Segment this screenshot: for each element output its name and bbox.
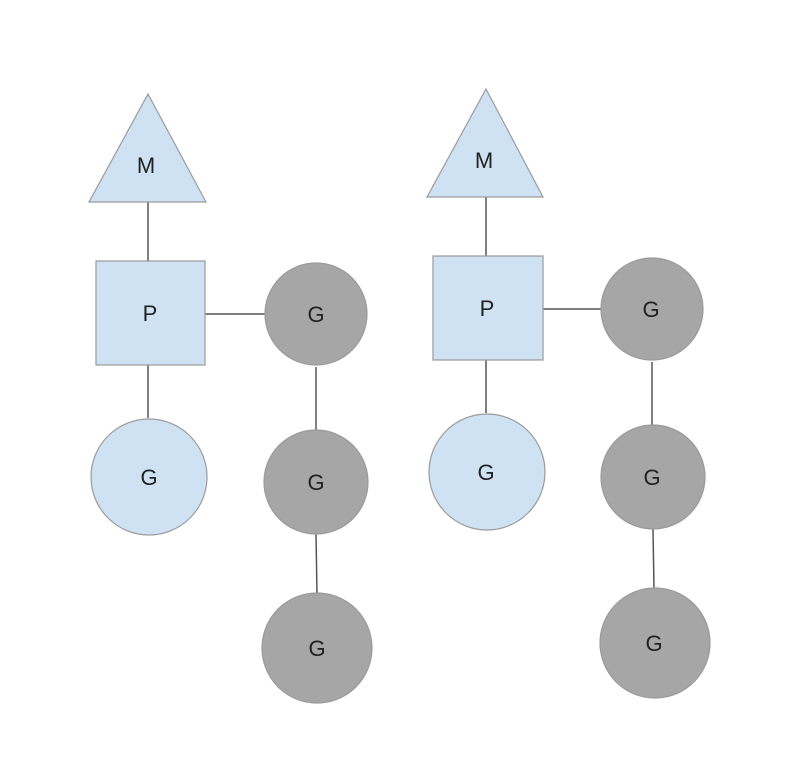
processor-label: P <box>143 301 158 326</box>
queued-goroutine-node-1-2: G <box>263 429 369 535</box>
running-goroutine-node-1: G <box>90 418 208 536</box>
circle-shape <box>428 413 546 531</box>
machine-node-1: M <box>87 92 208 203</box>
goroutine-label: G <box>642 297 659 322</box>
circle-shape <box>261 592 373 704</box>
goroutine-label: G <box>645 631 662 656</box>
processor-label: P <box>480 296 495 321</box>
machine-label: M <box>475 148 493 173</box>
processor-node-2: P <box>432 255 544 361</box>
triangle-shape <box>87 92 208 203</box>
goroutine-label: G <box>307 470 324 495</box>
queued-goroutine-node-2-3: G <box>599 587 711 699</box>
goroutine-label: G <box>643 465 660 490</box>
circle-shape <box>263 429 369 535</box>
goroutine-label: G <box>477 460 494 485</box>
running-goroutine-node-2: G <box>428 413 546 531</box>
goroutine-label: G <box>140 465 157 490</box>
goroutine-label: G <box>307 302 324 327</box>
queued-goroutine-node-2-1: G <box>600 257 704 361</box>
circle-shape <box>600 257 704 361</box>
group-2: M P G G G G <box>425 87 711 699</box>
goroutine-label: G <box>308 636 325 661</box>
machine-label: M <box>137 153 155 178</box>
group-1: M P G G G G <box>87 92 373 704</box>
circle-shape <box>599 587 711 699</box>
connector-queue-2-3-2 <box>652 528 655 591</box>
machine-node-2: M <box>425 87 544 198</box>
circle-shape <box>90 418 208 536</box>
queued-goroutine-node-2-2: G <box>600 424 706 530</box>
square-shape <box>432 255 544 361</box>
circle-shape <box>264 262 368 366</box>
queued-goroutine-node-1-1: G <box>264 262 368 366</box>
triangle-shape <box>425 87 544 198</box>
circle-shape <box>600 424 706 530</box>
processor-node-1: P <box>95 260 206 366</box>
square-shape <box>95 260 206 366</box>
connector-queue-2-3-1 <box>315 533 318 596</box>
queued-goroutine-node-1-3: G <box>261 592 373 704</box>
